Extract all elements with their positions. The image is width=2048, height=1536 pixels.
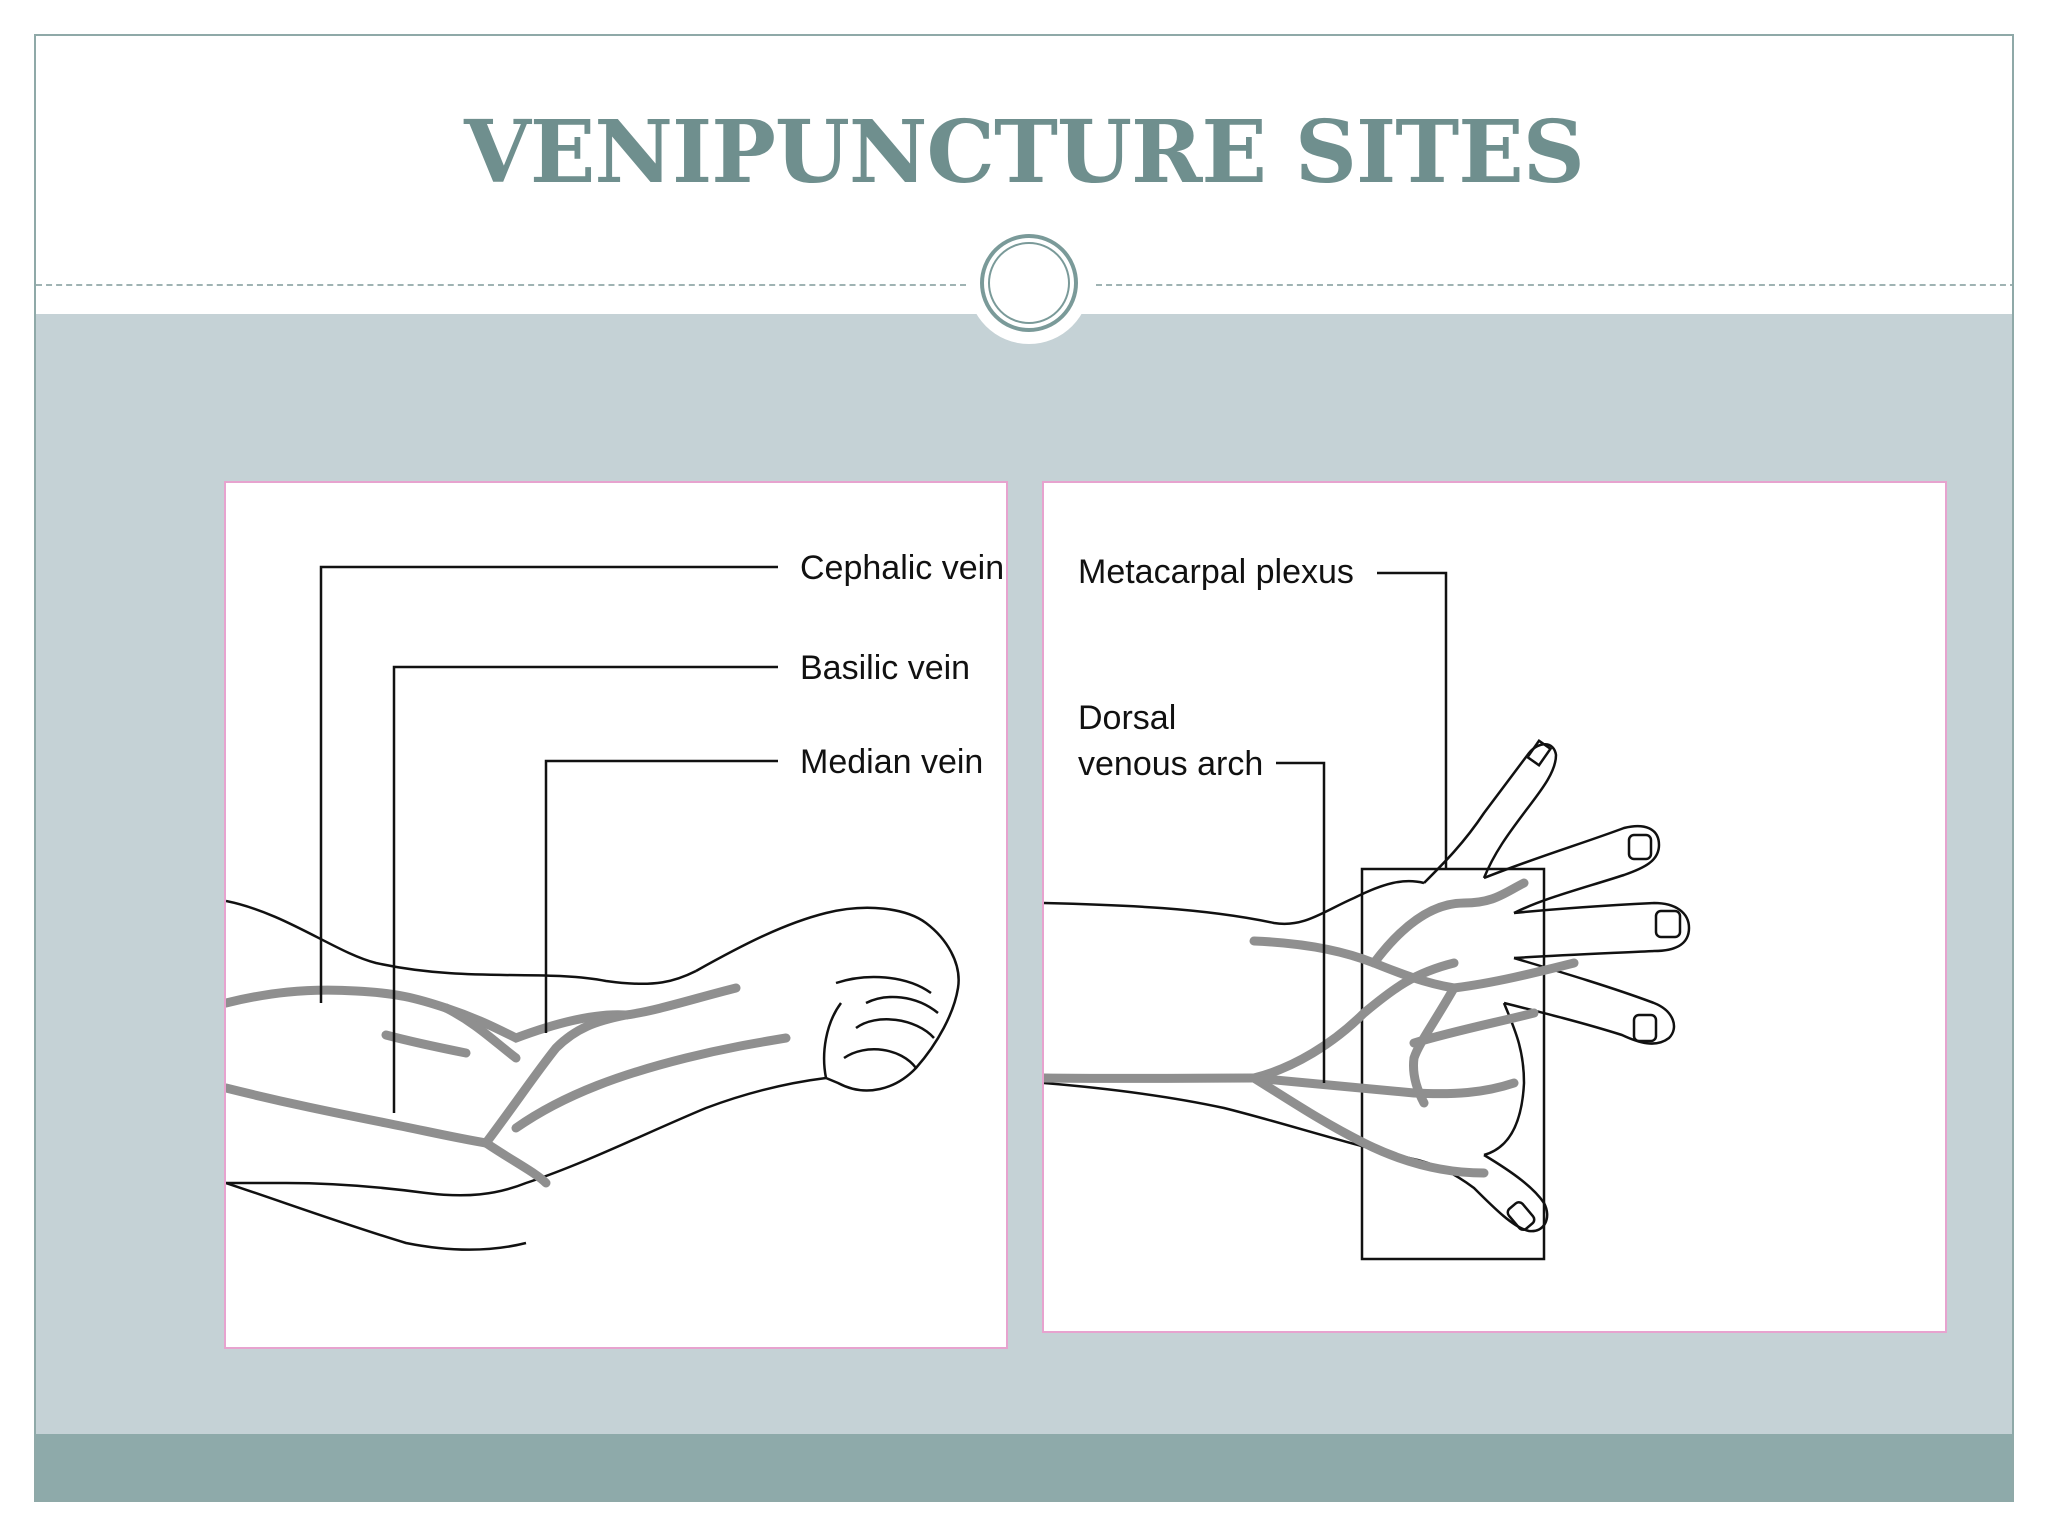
dorsal-label-line1: Dorsal — [1078, 699, 1176, 737]
connecting-arch — [1409, 983, 1459, 1108]
median-branch-upper — [441, 1003, 631, 1043]
basilic-vein-distal — [481, 1138, 551, 1188]
upper-arm-vein-link — [381, 1030, 471, 1058]
arm-outline — [226, 899, 960, 1251]
cubital-link — [441, 1003, 521, 1063]
title-divider-right — [1096, 284, 2012, 286]
dorsal-arch-leader — [1276, 761, 1326, 1083]
vein-network — [1044, 878, 1579, 1178]
slide: VENIPUNCTURE SITES — [34, 34, 2014, 1502]
hand-diagram: Metacarpal plexus Dorsal venous arch — [1042, 481, 1947, 1333]
middle-arch-branch — [1249, 1073, 1519, 1099]
title-divider-left — [36, 284, 966, 286]
hand-outline — [1044, 739, 1691, 1261]
lower-arch-branch — [1249, 1073, 1489, 1178]
cephalic-vein-label: Cephalic vein — [800, 549, 1004, 587]
metacarpal-branch-1 — [1369, 878, 1529, 968]
circle-medallion-icon — [968, 222, 1090, 344]
basilic-vein-label: Basilic vein — [800, 649, 970, 687]
median-vein-path — [511, 1033, 791, 1133]
forearm-diagram: Cephalic vein Basilic vein Median vein — [224, 481, 1008, 1349]
hand-illustration: Metacarpal plexus Dorsal venous arch — [1044, 553, 1691, 1261]
basilic-vein-path — [226, 1083, 491, 1148]
basilic-leader — [392, 665, 778, 1113]
vein-network — [226, 983, 791, 1188]
metacarpal-branch-2 — [1449, 958, 1579, 993]
cephalic-vein-distal — [621, 983, 741, 1020]
cephalic-leader — [319, 565, 778, 1003]
cephalic-vein-path — [226, 985, 451, 1013]
median-leader — [544, 759, 778, 1033]
dorsal-arch-upper — [1249, 936, 1459, 993]
upper-arch-branch — [1249, 958, 1459, 1083]
label-leaders — [1276, 571, 1448, 1083]
label-leaders — [319, 565, 778, 1113]
forearm-illustration: Cephalic vein Basilic vein Median vein — [226, 549, 1004, 1251]
footer-bar — [36, 1434, 2012, 1500]
metacarpal-plexus-label: Metacarpal plexus — [1078, 553, 1354, 591]
median-vein-label: Median vein — [800, 743, 983, 781]
dorsal-label-line2: venous arch — [1078, 745, 1263, 783]
slide-title: VENIPUNCTURE SITES — [464, 102, 1585, 203]
metacarpal-leader — [1377, 571, 1448, 869]
median-cubital-vein-path — [481, 1010, 631, 1148]
